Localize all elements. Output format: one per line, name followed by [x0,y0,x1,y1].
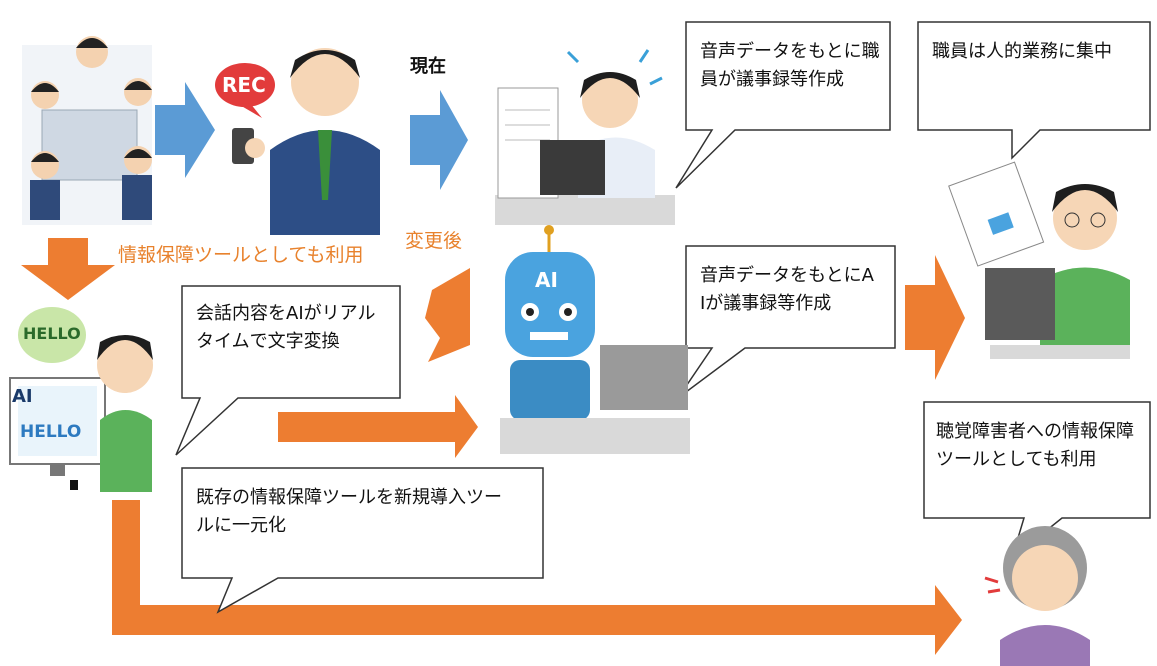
rec-badge-text: REC [222,73,266,97]
bubble-staff-focus-shape [917,21,1151,160]
bubble-staff-minutes-text: 音声データをもとに職 員が議事録等作成 [700,41,880,90]
speaking-boy-illustration [9,307,153,492]
orange-arrow-to-staff [905,255,965,380]
orange-arrow-down [21,238,115,300]
orange-arrow-after-change [425,268,470,362]
orange-arrow-to-robot [278,395,478,458]
ai-robot-illustration [500,225,690,454]
blue-arrow-current [410,90,468,190]
relaxed-staff-illustration [948,161,1130,359]
bubble-ai-minutes-text: 音声データをもとにA Iが議事録等作成 [700,265,874,314]
orange-arrow-bottom [112,500,962,655]
current-label: 現在 [410,56,446,77]
bubble-unify-text: 既存の情報保障ツールを新規導入ツー ルに一元化 [196,487,502,536]
bubble-hearing-text: 聴覚障害者への情報保障 ツールとしても利用 [936,421,1134,470]
stressed-staff-illustration [495,49,675,225]
after-change-label: 変更後 [405,230,463,252]
bubble-staff-focus-text: 職員は人的業務に集中 [932,41,1112,62]
recorder-man-illustration [215,48,380,235]
monitor-ai-text: AI [12,386,33,407]
hello-bubble-text: HELLO [23,324,81,343]
bubble-unify-shape [181,467,544,614]
meeting-illustration [22,36,152,225]
bubble-realtime-shape [175,285,401,456]
bubble-staff-minutes-shape [675,21,891,189]
robot-ai-badge: AI [535,268,558,292]
elderly-woman-illustration [984,526,1090,666]
info-tool-label: 情報保障ツールとしても利用 [118,244,364,266]
monitor-hello-text: HELLO [20,422,82,442]
bubble-realtime-text: 会話内容をAIがリアル タイムで文字変換 [196,303,376,352]
blue-arrow-meeting-to-recorder [155,82,215,178]
bubble-ai-minutes-shape [677,245,896,399]
